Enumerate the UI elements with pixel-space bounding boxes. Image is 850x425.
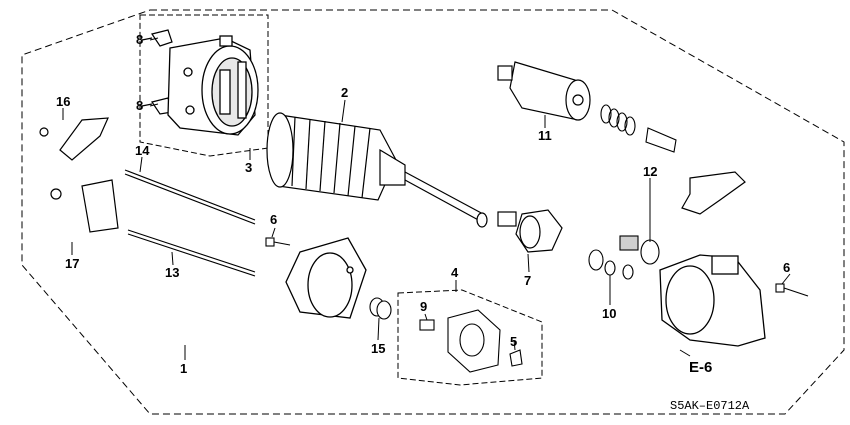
brush-holder-part	[419, 309, 523, 373]
bolt-left	[265, 237, 291, 247]
field-housing-group-box	[139, 14, 269, 157]
callout-8-lower: 8	[136, 98, 143, 113]
solenoid-part	[497, 61, 591, 121]
callout-14: 14	[135, 143, 150, 158]
callout-15: 15	[371, 341, 385, 356]
reference-label: E-6	[689, 359, 712, 376]
bolt-right	[775, 283, 809, 297]
bracket-lower	[50, 179, 119, 233]
plunger-spring-part	[600, 104, 677, 153]
diagram-code: S5AK–E0712A	[670, 399, 750, 413]
armature-part	[266, 112, 488, 228]
callout-16: 16	[56, 94, 70, 109]
clip-part-upper	[141, 29, 173, 47]
callout-12: 12	[643, 164, 657, 179]
callout-10: 10	[602, 306, 616, 321]
pinion-gear-part	[497, 209, 563, 253]
callout-7: 7	[524, 273, 531, 288]
through-bolt-upper	[124, 169, 256, 225]
bracket-upper	[39, 117, 109, 161]
callout-8-upper: 8	[136, 32, 143, 47]
assembly-boundary	[21, 9, 845, 415]
callout-13: 13	[165, 265, 179, 280]
callout-2: 2	[341, 85, 348, 100]
drive-lever-part	[681, 171, 746, 215]
seal-ring-part	[619, 235, 660, 265]
field-housing-part	[167, 35, 259, 136]
callout-17: 17	[65, 256, 79, 271]
callout-4: 4	[451, 265, 459, 280]
through-bolt-lower	[127, 229, 256, 277]
callout-9: 9	[420, 299, 427, 314]
callout-5: 5	[510, 334, 517, 349]
callout-1: 1	[180, 361, 187, 376]
callout-3: 3	[245, 160, 252, 175]
callout-6-left: 6	[270, 212, 277, 227]
callout-11: 11	[538, 128, 552, 143]
callout-leaders	[62, 37, 791, 360]
end-cover-part	[285, 237, 367, 319]
drive-housing-part	[659, 254, 766, 347]
stop-ring-part	[588, 249, 634, 280]
brush-holder-group-box	[397, 289, 543, 386]
callout-6-right: 6	[783, 260, 790, 275]
washer-part	[369, 297, 392, 320]
